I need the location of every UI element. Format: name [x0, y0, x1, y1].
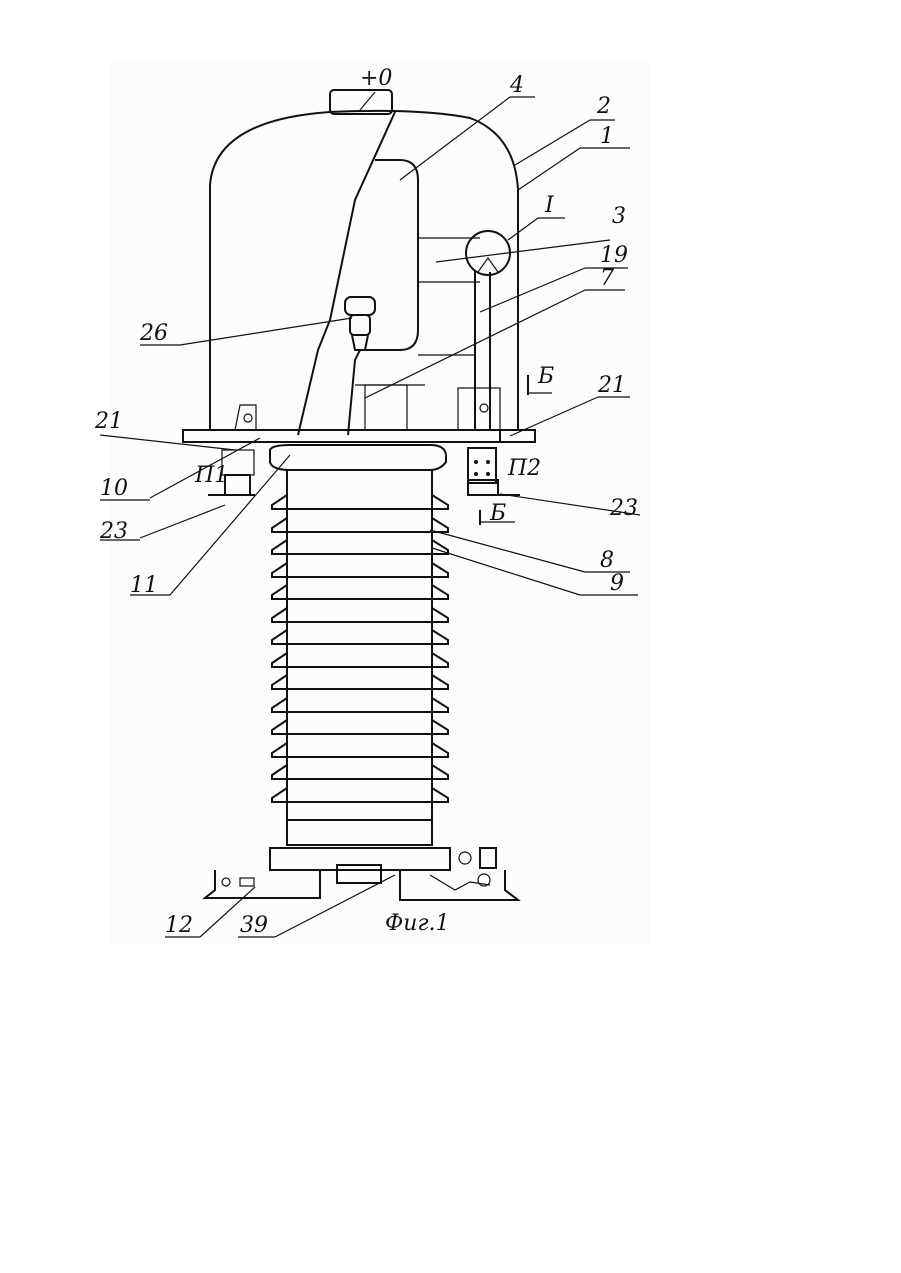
insulator-shed — [272, 518, 448, 532]
insulator-column — [270, 445, 450, 870]
label-P2: П2 — [507, 456, 541, 481]
label-top-cap: +0 — [360, 66, 392, 91]
label-I: I — [544, 193, 555, 218]
label-8: 8 — [600, 548, 614, 573]
label-39: 39 — [240, 913, 268, 938]
label-3: 3 — [612, 204, 626, 229]
label-2: 2 — [596, 94, 611, 119]
label-P1: П1 — [194, 463, 228, 488]
bracket-7 — [458, 388, 500, 430]
label-19: 19 — [600, 243, 628, 268]
insulator-shed — [272, 788, 448, 802]
insulator-shed — [272, 540, 448, 554]
insulator-shed — [272, 608, 448, 622]
insulator-shed — [272, 630, 448, 644]
label-12: 12 — [165, 913, 193, 938]
insulator-shed — [272, 585, 448, 599]
label-7: 7 — [600, 266, 614, 291]
label-11: 11 — [130, 573, 158, 598]
insulator-26 — [345, 297, 375, 315]
insulator-shed — [272, 765, 448, 779]
insulator-shed — [272, 675, 448, 689]
leader-lines — [100, 92, 640, 937]
label-10: 10 — [100, 476, 128, 501]
insulator-shed — [272, 743, 448, 757]
valve — [480, 848, 496, 868]
label-4: 4 — [509, 73, 524, 98]
label-9: 9 — [610, 571, 624, 596]
label-23-right: 23 — [609, 496, 638, 521]
label-23-left: 23 — [99, 519, 128, 544]
label-B-top: Б — [537, 364, 554, 389]
label-1: 1 — [600, 124, 614, 149]
label-B-bottom: Б — [489, 501, 506, 526]
base-plate — [183, 430, 535, 442]
block-39 — [337, 865, 381, 883]
insulator-shed — [272, 698, 448, 712]
label-21-right: 21 — [597, 373, 626, 398]
insulator-shed — [272, 495, 448, 509]
insulator-shed — [272, 563, 448, 577]
label-26: 26 — [139, 321, 168, 346]
insulator-shed — [272, 653, 448, 667]
label-21-left: 21 — [94, 409, 123, 434]
dome-housing — [210, 90, 518, 435]
figure-caption: Фиг.1 — [385, 911, 450, 936]
insulator-shed — [272, 720, 448, 734]
